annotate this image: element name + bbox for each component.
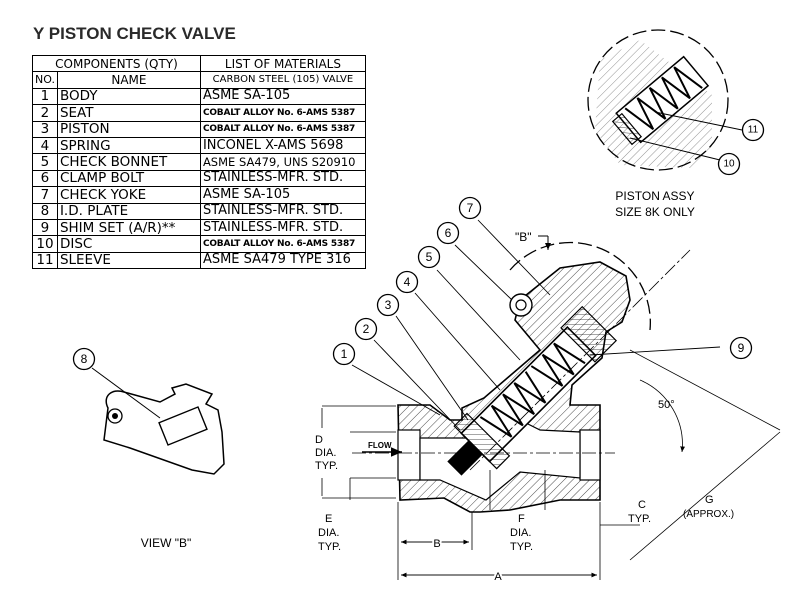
header-components: COMPONENTS (QTY) xyxy=(32,54,201,73)
callout-8: 8 xyxy=(81,352,88,366)
detail-b-outline xyxy=(509,241,651,331)
piston-assy-label-2: SIZE 8K ONLY xyxy=(615,205,695,219)
dim-f-1: F xyxy=(518,513,525,525)
row-no: 11 xyxy=(32,251,58,270)
callout-9: 9 xyxy=(738,341,745,355)
callout-11: 11 xyxy=(748,125,759,136)
callouts: 1 2 3 4 5 6 7 8 9 10 11 xyxy=(72,118,765,371)
callout-2: 2 xyxy=(363,322,370,336)
row-material: INCONEL X-AMS 5698 xyxy=(199,136,366,155)
dimensions: D DIA. TYP. E DIA. TYP. A B F DIA. TYP. … xyxy=(315,349,781,585)
dim-e-3: TYP. xyxy=(318,541,341,553)
callout-4: 4 xyxy=(404,275,411,289)
callout-3: 3 xyxy=(385,298,392,312)
row-name: SLEEVE xyxy=(56,251,201,270)
page-title: Y PISTON CHECK VALVE xyxy=(33,24,236,43)
piston-assy-label-1: PISTON ASSY xyxy=(615,189,694,203)
flow-label: FLOW xyxy=(368,441,392,450)
row-name: BODY xyxy=(56,87,201,106)
row-name: SEAT xyxy=(56,104,201,122)
view-b: VIEW "B" xyxy=(91,367,225,550)
materials-table: COMPONENTS (QTY) LIST OF MATERIALS NO. N… xyxy=(32,54,366,270)
dim-d-3: TYP. xyxy=(315,460,338,472)
row-name: I.D. PLATE xyxy=(56,202,201,220)
angle-label: 50° xyxy=(658,399,675,411)
row-material: ASME SA479 TYPE 316 xyxy=(199,251,366,270)
view-b-label: VIEW "B" xyxy=(141,536,192,550)
valve-body xyxy=(397,261,631,513)
dim-e-1: E xyxy=(325,513,332,525)
dim-b: B xyxy=(433,538,440,550)
callout-1: 1 xyxy=(341,347,348,361)
callout-5: 5 xyxy=(426,250,433,264)
row-no: 10 xyxy=(32,235,58,253)
flow-arrow: FLOW xyxy=(362,441,402,457)
row-name: CHECK BONNET xyxy=(56,153,201,171)
dim-c-2: TYP. xyxy=(628,513,651,525)
piston-assy-detail: PISTON ASSY SIZE 8K ONLY xyxy=(587,29,743,219)
detail-b-label: "B" xyxy=(515,230,532,244)
dim-d-1: D xyxy=(315,434,323,446)
dim-a: A xyxy=(494,571,502,583)
header-materials: LIST OF MATERIALS xyxy=(199,54,366,73)
dim-e-2: DIA. xyxy=(318,527,339,539)
row-material: ASME SA479, UNS S20910 xyxy=(199,153,366,171)
dim-g-2: (APPROX.) xyxy=(683,509,734,520)
table-subheader-row: NO. NAME CARBON STEEL (105) VALVE xyxy=(32,71,366,89)
header-no: NO. xyxy=(32,71,58,89)
leader-lines xyxy=(351,219,721,431)
dim-g-1: G xyxy=(705,494,714,506)
dim-f-3: TYP. xyxy=(510,541,533,553)
callout-6: 6 xyxy=(445,226,452,240)
dim-f-2: DIA. xyxy=(510,527,531,539)
row-name: CLAMP BOLT xyxy=(56,169,201,188)
callout-10: 10 xyxy=(723,159,735,170)
callout-7: 7 xyxy=(467,201,474,215)
dim-d-2: DIA. xyxy=(315,447,336,459)
dim-c-1: C xyxy=(638,499,646,511)
row-material: STAINLESS-MFR. STD. xyxy=(199,218,366,237)
row-name: CHECK YOKE xyxy=(56,186,201,204)
table-header-row: COMPONENTS (QTY) LIST OF MATERIALS xyxy=(32,54,366,73)
row-material: STAINLESS-MFR. STD. xyxy=(199,169,366,188)
